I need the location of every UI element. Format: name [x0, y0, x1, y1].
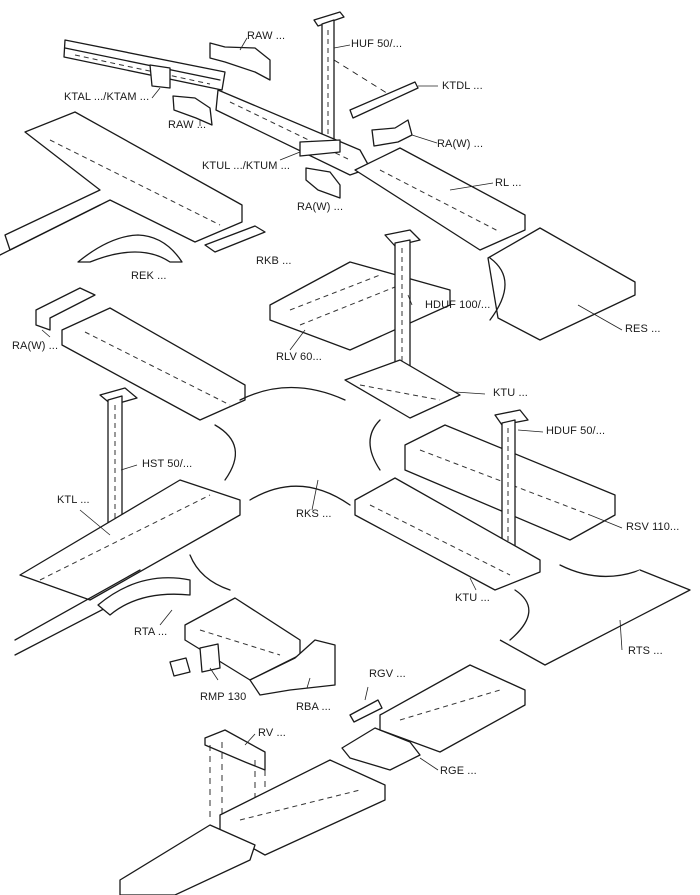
label-rts: RTS ...: [628, 645, 663, 657]
connector-raw-w-3: [35, 287, 96, 331]
reducer-res: [487, 227, 636, 341]
tray-left-lower: [14, 479, 241, 656]
connector-raw-w-2: [305, 167, 341, 199]
label-rkb: RKB ...: [256, 255, 292, 267]
label-raw-mid: RAW ...: [168, 119, 207, 131]
tray-mid-right: [354, 477, 541, 591]
cover-rkb: [204, 225, 266, 253]
label-rmp130: RMP 130: [200, 691, 247, 703]
tray-rl: [354, 147, 526, 251]
label-rl: RL ...: [495, 177, 522, 189]
cross-rks: [214, 359, 461, 506]
bend-rek: [77, 234, 183, 263]
label-rks: RKS ...: [296, 508, 332, 520]
connector-raw-top: [209, 42, 271, 81]
label-ktu-1: KTU ...: [493, 387, 528, 399]
connector-raw-mid: [172, 95, 213, 126]
label-ktdl: KTDL ...: [442, 80, 483, 92]
tray-bottom: [119, 759, 386, 895]
label-ktal-ktam: KTAL .../KTAM ...: [64, 91, 150, 103]
label-hduf100: HDUF 100/...: [425, 299, 491, 311]
label-raw-w-1: RA(W) ...: [437, 138, 484, 150]
label-res: RES ...: [625, 323, 661, 335]
label-raw-w-3: RA(W) ...: [12, 340, 59, 352]
label-raw-top: RAW ...: [247, 30, 286, 42]
label-hst50: HST 50/...: [142, 458, 193, 470]
tray-left-upper: [61, 307, 246, 421]
cover-rge: [341, 727, 421, 771]
label-rge: RGE ...: [440, 765, 477, 777]
label-ktul-ktum: KTUL .../KTUM ...: [202, 160, 291, 172]
label-ktl: KTL ...: [57, 494, 90, 506]
label-hduf50: HDUF 50/...: [546, 425, 606, 437]
label-huf50: HUF 50/...: [351, 38, 403, 50]
bend-rba: [249, 639, 336, 696]
label-rv: RV ...: [258, 727, 286, 739]
tee-rta: [97, 554, 231, 616]
hanger-hduf50: [494, 409, 529, 559]
label-rlv60: RLV 60...: [276, 351, 322, 363]
label-raw-w-2: RA(W) ...: [297, 201, 344, 213]
label-ktu-2: KTU ...: [455, 592, 490, 604]
label-rek: REK ...: [131, 270, 167, 282]
tray-left-main: [0, 111, 243, 256]
tray-ktal: [63, 39, 226, 91]
box-rmp130: [169, 643, 221, 677]
label-rta: RTA ...: [134, 626, 168, 638]
hanger-huf50: [313, 11, 391, 157]
connector-rgv: [349, 699, 383, 723]
label-rsv110: RSV 110...: [626, 521, 680, 533]
bracket-ktdl: [349, 81, 419, 119]
label-rba: RBA ...: [296, 701, 331, 713]
tray-lower-right: [379, 664, 526, 753]
label-rgv: RGV ...: [369, 668, 406, 680]
hanger-hduf100: [384, 229, 421, 389]
connector-raw-w-1: [371, 119, 413, 147]
ladder-rlv60: [269, 261, 451, 351]
leader-lines: [41, 37, 623, 771]
tee-rts: [499, 564, 691, 666]
